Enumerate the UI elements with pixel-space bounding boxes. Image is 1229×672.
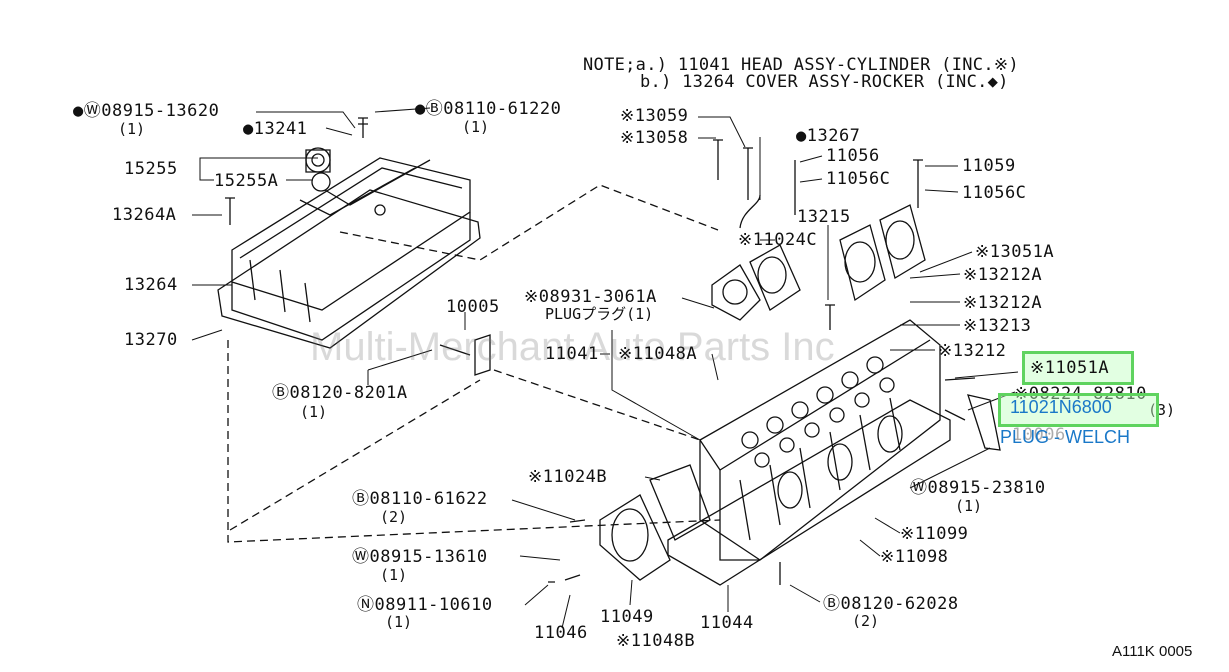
highlight-part-number[interactable]: 11021N6800: [1010, 397, 1112, 417]
note-line-a: NOTE;a.) 11041 HEAD ASSY-CYLINDER (INC.※…: [583, 55, 1019, 75]
part-label-08120-62028[interactable]: Ⓑ08120-62028: [823, 594, 959, 614]
part-label-13212a-2[interactable]: ※13212A: [963, 293, 1043, 313]
note-line-b: b.) 13264 COVER ASSY-ROCKER (INC.◆): [640, 72, 1009, 92]
part-label-13051a[interactable]: ※13051A: [975, 242, 1055, 262]
part-label-11024c[interactable]: ※11024C: [738, 230, 818, 250]
part-label-15255a[interactable]: 15255A: [214, 171, 279, 191]
part-qty-08915-13620: (1): [118, 120, 146, 138]
part-label-08931-plug: PLUGプラグ(1): [545, 305, 654, 323]
part-qty-08224: (3): [1148, 401, 1176, 419]
part-label-11046[interactable]: 11046: [534, 623, 588, 643]
part-label-11049[interactable]: 11049: [600, 607, 654, 627]
part-label-08110-61220[interactable]: ●Ⓑ08110-61220: [415, 99, 562, 119]
part-label-10005[interactable]: 10005: [446, 297, 500, 317]
part-qty-08915-13610: (1): [380, 566, 408, 584]
part-label-11056c-b[interactable]: 11056C: [962, 183, 1027, 203]
part-label-11098[interactable]: ※11098: [880, 547, 949, 567]
part-label-13264a[interactable]: 13264A: [112, 205, 177, 225]
part-label-11056c[interactable]: 11056C: [826, 169, 891, 189]
part-label-11024b[interactable]: ※11024B: [528, 467, 608, 487]
part-label-13212a-1[interactable]: ※13212A: [963, 265, 1043, 285]
part-label-13215[interactable]: 13215: [797, 207, 851, 227]
part-label-11099[interactable]: ※11099: [900, 524, 969, 544]
part-qty-08120-8201a: (1): [300, 403, 328, 421]
part-label-13267[interactable]: ●13267: [796, 126, 861, 146]
part-label-11048b[interactable]: ※11048B: [616, 631, 696, 651]
part-label-11051a[interactable]: ※11051A: [1030, 358, 1110, 378]
part-qty-08911-10610: (1): [385, 613, 413, 631]
part-label-13059[interactable]: ※13059: [620, 106, 689, 126]
watermark: Multi-Merchant Auto Parts Inc: [310, 325, 835, 369]
part-qty-08110-61220: (1): [462, 118, 490, 136]
part-label-11041[interactable]: 11041: [545, 344, 599, 364]
part-label-13241[interactable]: ●13241: [243, 119, 308, 139]
part-label-15255[interactable]: 15255: [124, 159, 178, 179]
part-label-08915-13620[interactable]: ●Ⓦ08915-13620: [73, 101, 220, 121]
highlight-11051a[interactable]: [1022, 351, 1134, 385]
part-label-08915-23810[interactable]: Ⓦ08915-23810: [910, 478, 1046, 498]
highlight-part-box[interactable]: [998, 393, 1159, 427]
rocker-gasket-drawing: [217, 189, 481, 349]
part-label-11059[interactable]: 11059: [962, 156, 1016, 176]
highlight-description: PLUG - WELCH: [1000, 427, 1131, 447]
rocker-cover-drawing: [231, 147, 471, 341]
part-qty-08120-62028: (2): [852, 612, 880, 630]
part-qty-08110-61622: (2): [380, 508, 408, 526]
part-label-08915-13610[interactable]: Ⓦ08915-13610: [352, 547, 488, 567]
part-label-08120-8201a[interactable]: Ⓑ08120-8201A: [272, 383, 408, 403]
diagram-code: A111K 0005: [1112, 643, 1193, 660]
part-label-13264[interactable]: 13264: [124, 275, 178, 295]
cylinder-head-drawing: [699, 319, 941, 561]
part-label-11048a[interactable]: ※11048A: [618, 344, 698, 364]
part-label-13058[interactable]: ※13058: [620, 128, 689, 148]
part-label-11056[interactable]: 11056: [826, 146, 880, 166]
part-label-08110-61622[interactable]: Ⓑ08110-61622: [352, 489, 488, 509]
part-label-13212[interactable]: ※13212: [938, 341, 1007, 361]
part-label-13270[interactable]: 13270: [124, 330, 178, 350]
part-label-10006[interactable]: 10006: [1012, 425, 1066, 445]
part-qty-08915-23810: (1): [955, 497, 983, 515]
part-label-08911-10610[interactable]: Ⓝ08911-10610: [357, 595, 493, 615]
part-label-11044[interactable]: 11044: [700, 613, 754, 633]
part-label-13213[interactable]: ※13213: [963, 316, 1032, 336]
part-label-08931-3061a[interactable]: ※08931-3061A: [524, 287, 657, 307]
